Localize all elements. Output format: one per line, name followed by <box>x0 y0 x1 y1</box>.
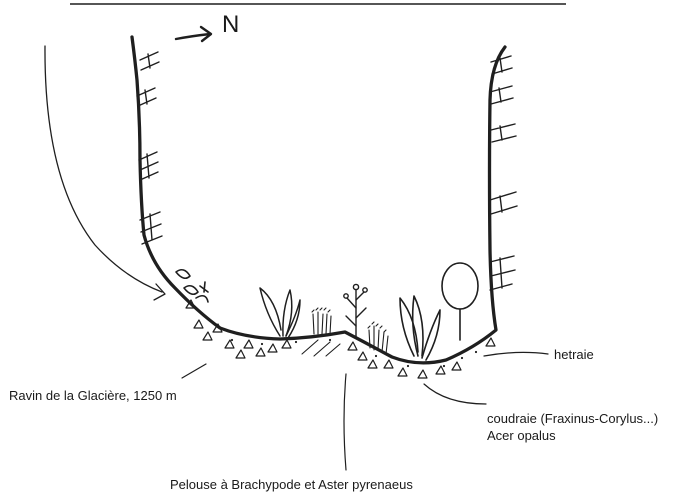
tree-icon <box>442 263 478 340</box>
acer-label: Acer opalus <box>487 428 556 444</box>
slope-shrub-icon <box>176 270 208 302</box>
hetraie-leader-line <box>484 352 548 356</box>
right-cliff-rocks <box>490 56 517 290</box>
north-label: N <box>222 11 239 39</box>
grass-plant-icon <box>260 288 300 338</box>
coudraie-label: coudraie (Fraxinus-Corylus...) <box>487 411 658 427</box>
pelouse-label: Pelouse à Brachypode et Aster pyrenaeus <box>170 477 413 493</box>
site-leader-line <box>182 364 206 378</box>
pelouse-leader-line <box>344 374 346 470</box>
aster-flower-icon <box>344 284 367 338</box>
hetraie-label: hetraie <box>554 347 594 363</box>
coudraie-leader-line <box>424 384 486 404</box>
site-label: Ravin de la Glacière, 1250 m <box>9 388 177 404</box>
north-arrow-icon <box>176 27 211 41</box>
floor-hatching <box>302 340 340 356</box>
leafy-plant-icon <box>400 296 440 360</box>
pointer-arrow-icon <box>45 46 165 300</box>
